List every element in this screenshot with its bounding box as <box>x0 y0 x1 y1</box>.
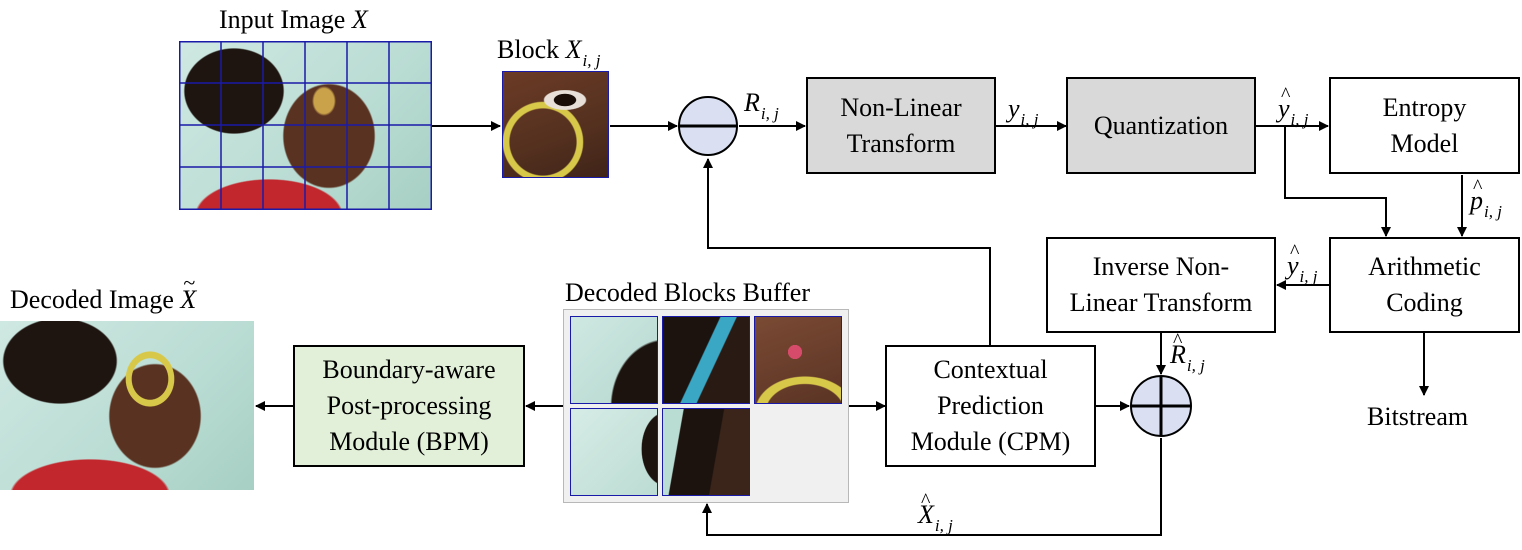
block-image <box>502 71 609 178</box>
p-hat-label: pi, j <box>1470 172 1502 221</box>
buffer-block-2 <box>662 316 750 404</box>
subtract-operator <box>678 96 738 156</box>
add-operator <box>1130 375 1192 437</box>
buffer-block-5 <box>662 408 750 496</box>
y-hat-label: yi, j <box>1278 80 1309 129</box>
bitstream-label: Bitstream <box>1367 402 1469 431</box>
decoded-image-label: Decoded Image X <box>10 268 196 315</box>
input-image-label: Input Image X <box>219 5 368 34</box>
decoded-blocks-buffer-label: Decoded Blocks Buffer <box>565 278 811 307</box>
arrow-cpm-to-subtract <box>703 158 991 345</box>
decoded-image <box>0 321 254 490</box>
arrow-yhat-to-arith <box>1284 126 1391 237</box>
block-label: Block Xi, j <box>497 35 601 70</box>
residual-label: Ri, j <box>744 88 779 123</box>
r-hat-label: Ri, j <box>1170 326 1205 375</box>
buffer-block-1 <box>570 316 658 404</box>
entropy-model-box: Entropy Model <box>1329 77 1520 174</box>
decoded-blocks-buffer <box>563 309 849 503</box>
y-label: yi, j <box>1008 94 1039 129</box>
arithmetic-coding-box: Arithmetic Coding <box>1329 237 1520 333</box>
inverse-non-linear-transform-box: Inverse Non- Linear Transform <box>1046 237 1276 333</box>
quantization-box: Quantization <box>1066 77 1256 174</box>
y-hat-decoder-label: yi, j <box>1287 237 1318 286</box>
arrow-add-to-buffer <box>702 438 1162 536</box>
contextual-prediction-module-box: Contextual Prediction Module (CPM) <box>885 345 1096 467</box>
x-hat-label: Xi, j <box>918 486 953 535</box>
buffer-block-4 <box>570 408 658 496</box>
non-linear-transform-box: Non-Linear Transform <box>806 77 996 174</box>
buffer-block-3 <box>754 316 842 404</box>
input-image <box>179 41 432 210</box>
boundary-aware-post-processing-module-box: Boundary-aware Post-processing Module (B… <box>293 345 525 467</box>
